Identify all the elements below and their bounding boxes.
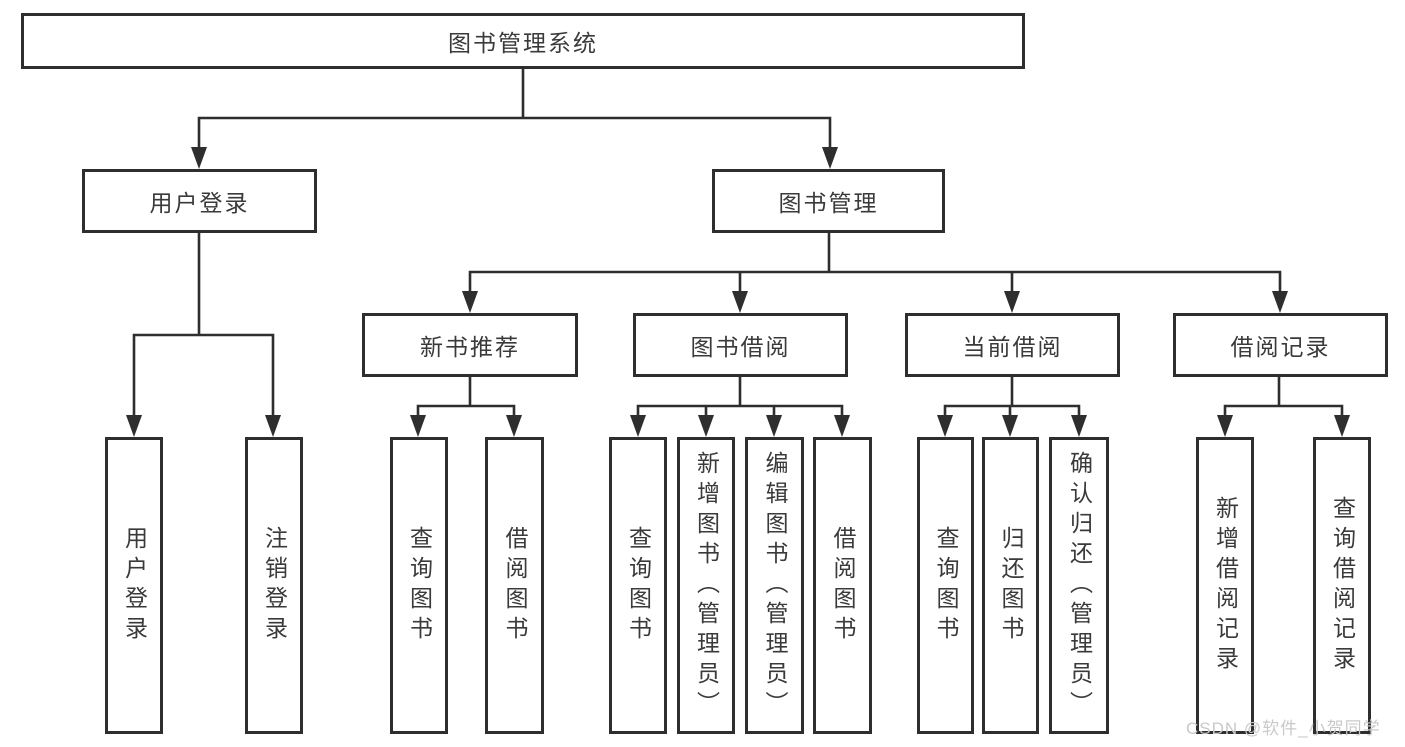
watermark-csdn: CSDN @软件_小贺同学	[1186, 719, 1381, 738]
leaf-label: 新增图书（管理员）	[693, 450, 720, 721]
leaf-logout: 注销登录	[245, 437, 303, 734]
leaf-current-return-books: 归还图书	[982, 437, 1039, 734]
leaf-label: 查询图书	[933, 525, 959, 646]
leaf-current-confirm-return-admin: 确认归还（管理员）	[1049, 437, 1109, 734]
leaf-recommend-query-books: 查询图书	[390, 437, 448, 734]
leaf-label: 编辑图书（管理员）	[762, 450, 788, 721]
node-book-borrowing: 图书借阅	[633, 313, 848, 377]
node-book-management: 图书管理	[712, 169, 945, 233]
leaf-borrowing-query-books: 查询图书	[609, 437, 667, 734]
node-new-book-recommendation: 新书推荐	[362, 313, 578, 377]
leaf-label: 查询图书	[625, 525, 652, 646]
tree-edges	[132, 66, 1344, 420]
leaf-label: 查询借阅记录	[1329, 495, 1356, 676]
leaf-recommend-borrow-books: 借阅图书	[485, 437, 544, 734]
leaf-label: 借阅图书	[830, 525, 856, 646]
leaf-label: 查询图书	[406, 525, 433, 646]
node-library-management-system: 图书管理系统	[21, 13, 1025, 69]
leaf-label: 借阅图书	[502, 525, 528, 646]
leaf-label: 新增借阅记录	[1212, 495, 1239, 676]
node-borrowing-records: 借阅记录	[1173, 313, 1388, 377]
leaf-records-add-record: 新增借阅记录	[1196, 437, 1254, 734]
leaf-label: 注销登录	[261, 525, 288, 646]
leaf-user-login: 用户登录	[105, 437, 163, 734]
node-current-borrowing: 当前借阅	[905, 313, 1120, 377]
leaf-label: 归还图书	[998, 525, 1024, 646]
leaf-label: 确认归还（管理员）	[1066, 450, 1093, 721]
leaf-label: 用户登录	[121, 525, 148, 646]
leaf-records-query-record: 查询借阅记录	[1313, 437, 1371, 734]
leaf-borrowing-borrow-books: 借阅图书	[813, 437, 872, 734]
leaf-borrowing-add-books-admin: 新增图书（管理员）	[677, 437, 735, 734]
leaf-borrowing-edit-books-admin: 编辑图书（管理员）	[745, 437, 804, 734]
arrow-heads	[126, 147, 1350, 437]
leaf-current-query-books: 查询图书	[917, 437, 974, 734]
node-user-login: 用户登录	[82, 169, 317, 233]
